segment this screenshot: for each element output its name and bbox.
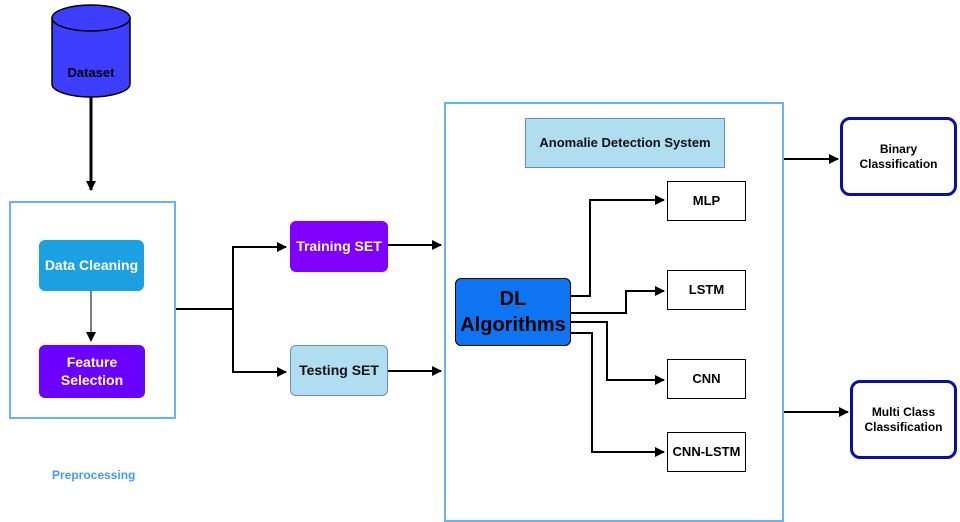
dataset-label: Dataset [67, 64, 115, 80]
cnn-box: CNN [667, 359, 746, 399]
arrow-dl-to-cnn-lstm [571, 332, 665, 457]
binary-classification-box: Binary Classification [840, 117, 957, 196]
training-set-box: Training SET [290, 221, 388, 272]
feature-selection-box: Feature Selection [39, 345, 145, 398]
lstm-box: LSTM [667, 270, 746, 310]
data-cleaning-box: Data Cleaning [39, 240, 144, 291]
anomalie-detection-system-box: Anomalie Detection System [525, 118, 725, 168]
multi-class-classification-box: Multi Class Classification [850, 380, 957, 459]
testing-set-box: Testing SET [290, 345, 388, 396]
preprocessing-label: Preprocessing [52, 468, 136, 482]
arrow-dl-to-cnn [571, 321, 665, 385]
dl-algorithms-box: DL Algorithms [455, 278, 571, 346]
dataset-cylinder-shape [51, 4, 131, 98]
arrow-to-training-set [232, 242, 287, 309]
arrow-to-testing-set [232, 309, 287, 377]
preprocessing-frame [9, 201, 176, 419]
cnn-lstm-box: CNN-LSTM [667, 432, 746, 472]
arrow-dl-to-mlp [571, 195, 665, 297]
mlp-box: MLP [667, 181, 746, 221]
arrow-dl-to-lstm [571, 286, 665, 314]
